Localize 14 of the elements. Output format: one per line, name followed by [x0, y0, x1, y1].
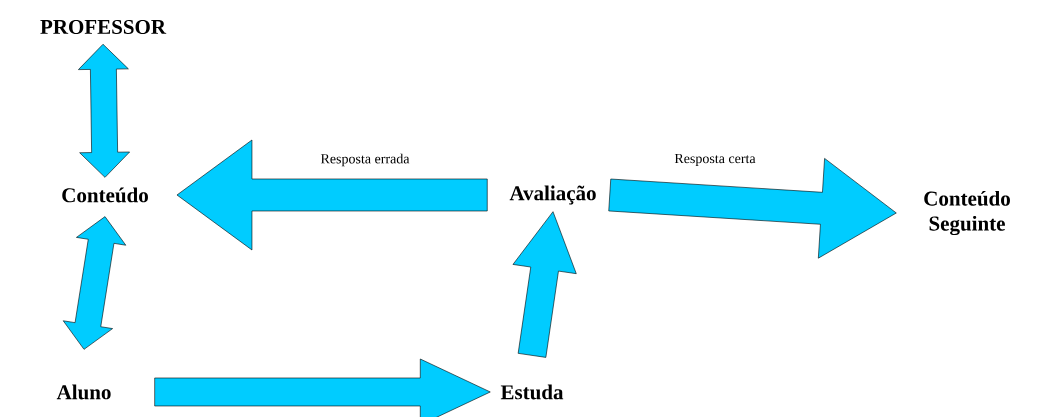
node-label: Conteúdo: [62, 187, 148, 203]
block-arrow: [608, 158, 897, 259]
node-label: Avaliação: [509, 185, 596, 205]
node-label: Estuda: [500, 384, 564, 400]
edge-label: Resposta errada: [320, 153, 410, 167]
block-arrow: [512, 211, 577, 358]
node-label: Aluno: [56, 384, 111, 400]
block-arrow: [62, 216, 127, 350]
block-arrow: [176, 139, 488, 251]
block-arrow: [154, 358, 491, 417]
node-label: PROFESSOR: [40, 19, 167, 35]
edge-label: Resposta certa: [674, 153, 756, 167]
node-label: Conteúdo Seguinte: [924, 190, 1010, 236]
block-arrow: [78, 43, 130, 178]
